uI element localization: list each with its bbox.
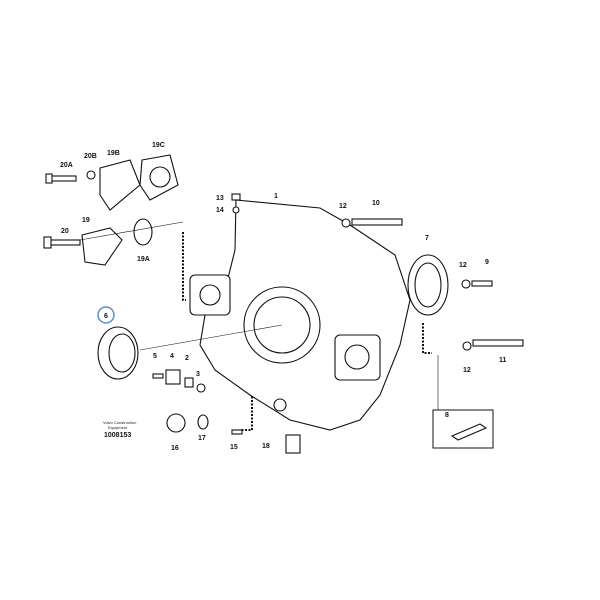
part-label: 4: [170, 353, 174, 360]
drawing-number: 1008153: [104, 432, 131, 439]
part-label: 15: [230, 444, 238, 451]
part-label: 19: [82, 217, 90, 224]
part-label: 16: [171, 445, 179, 452]
part-label: 19C: [152, 142, 165, 149]
part-label: 5: [153, 353, 157, 360]
credit-text: Volvo Construction: [103, 420, 136, 425]
part-label: 7: [425, 235, 429, 242]
credit-text: Equipment: [108, 425, 128, 430]
part-label: 19B: [107, 150, 120, 157]
part-label: 12: [463, 367, 471, 374]
part-label: 3: [196, 371, 200, 378]
part-label: 20A: [60, 162, 73, 169]
part-label: 2: [185, 355, 189, 362]
part-label: 20: [61, 228, 69, 235]
part-label: 14: [216, 207, 224, 214]
part-label: 9: [485, 259, 489, 266]
part-label: 11: [499, 357, 507, 364]
part-label: 8: [445, 412, 449, 419]
part-label: 12: [339, 203, 347, 210]
sealant-tube-icon: [450, 423, 488, 441]
part-label: 1: [274, 193, 278, 200]
dashed-leader: [182, 232, 186, 301]
part-label: 13: [216, 195, 224, 202]
part-label: 17: [198, 435, 206, 442]
part-label: 12: [459, 262, 467, 269]
dashed-leader: [422, 323, 432, 354]
part-label: 10: [372, 200, 380, 207]
part-label: 19A: [137, 256, 150, 263]
part-label: 20B: [84, 153, 97, 160]
highlight-ring: [97, 306, 115, 324]
part-label[interactable]: 6: [104, 313, 108, 320]
part-label: 18: [262, 443, 270, 450]
